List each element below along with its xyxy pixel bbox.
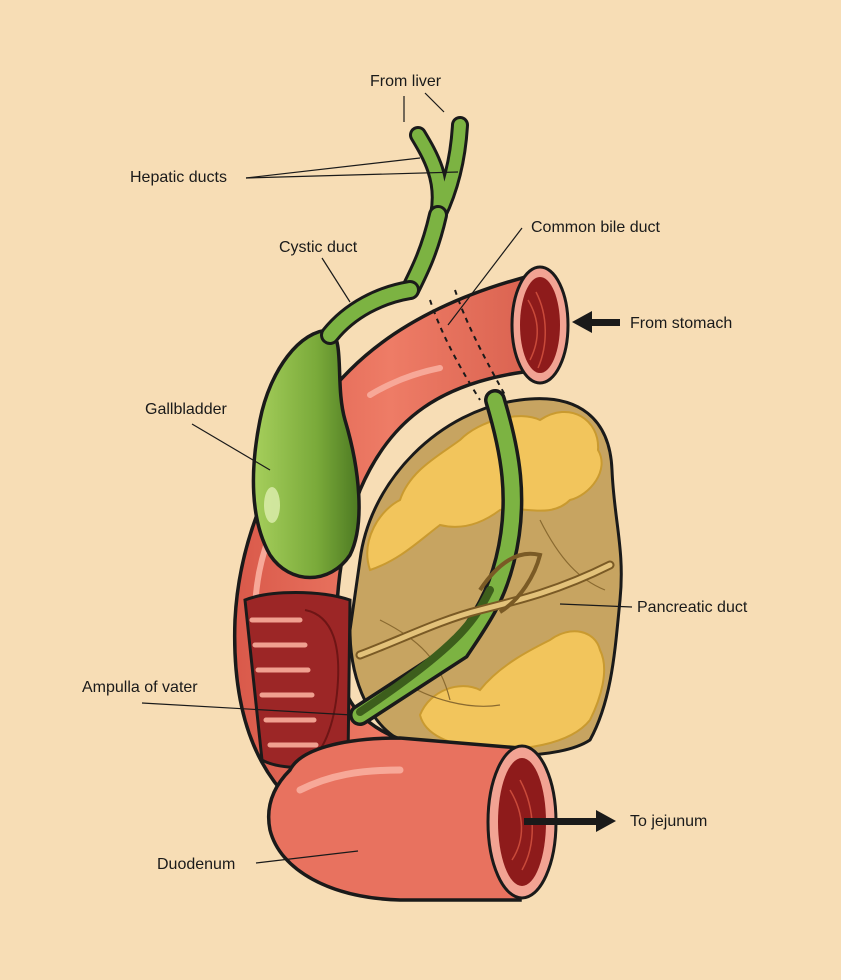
label-duodenum: Duodenum	[157, 856, 236, 873]
from-stomach-arrow-icon	[572, 311, 620, 333]
pancreatic-duct	[355, 551, 615, 660]
label-ampulla-of-vater: Ampulla of vater	[82, 679, 198, 696]
label-hepatic-ducts: Hepatic ducts	[130, 169, 227, 186]
label-gallbladder: Gallbladder	[145, 401, 227, 418]
label-common-bile-duct: Common bile duct	[531, 219, 660, 236]
gallbladder	[251, 328, 361, 580]
lower-duodenum	[267, 736, 558, 902]
to-jejunum-arrow-icon	[524, 810, 616, 832]
from-stomach-opening	[510, 265, 570, 385]
label-cystic-duct: Cystic duct	[279, 239, 358, 256]
bile-ducts	[320, 116, 524, 726]
flow-arrows	[524, 311, 620, 832]
label-from-stomach: From stomach	[630, 315, 733, 332]
label-pancreatic-duct: Pancreatic duct	[637, 599, 748, 616]
label-from-liver: From liver	[370, 73, 442, 90]
leader-lines	[141, 92, 633, 864]
duodenum-cross-section	[243, 591, 352, 769]
label-to-jejunum: To jejunum	[630, 813, 708, 830]
